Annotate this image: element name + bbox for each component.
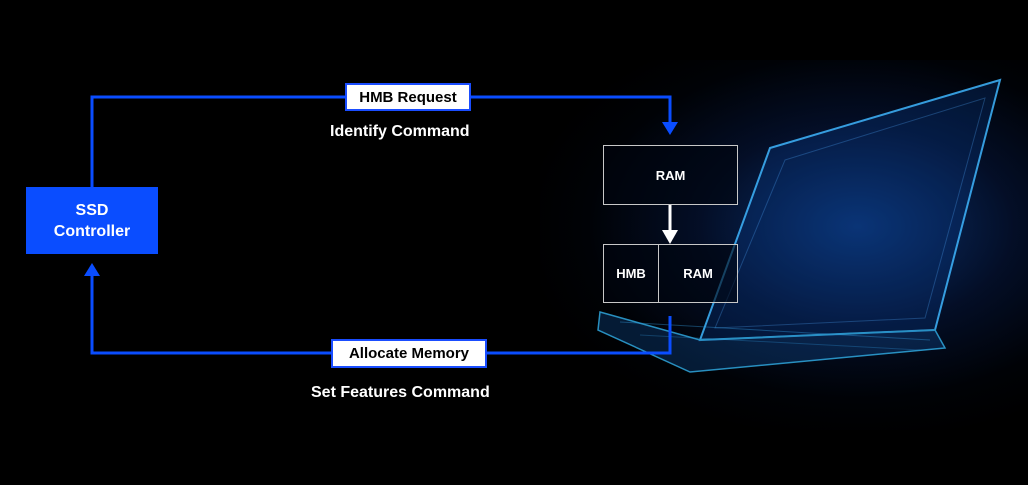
ram-partition-node: RAM xyxy=(658,244,738,303)
ssd-label: SSD xyxy=(75,201,109,219)
arrow-down-icon xyxy=(662,122,678,135)
allocate-memory-tag: Allocate Memory xyxy=(331,339,487,368)
identify-command-caption: Identify Command xyxy=(330,123,470,140)
hmb-request-tag: HMB Request xyxy=(345,83,471,111)
ssd-controller-node: SSD Controller xyxy=(26,187,158,254)
arrow-down-white-icon xyxy=(662,230,678,244)
set-features-caption: Set Features Command xyxy=(311,384,490,401)
hmb-node: HMB xyxy=(603,244,659,303)
controller-label: Controller xyxy=(53,222,131,240)
laptop-icon xyxy=(597,78,1002,373)
arrow-up-icon xyxy=(84,263,100,276)
ram-node: RAM xyxy=(603,145,738,205)
